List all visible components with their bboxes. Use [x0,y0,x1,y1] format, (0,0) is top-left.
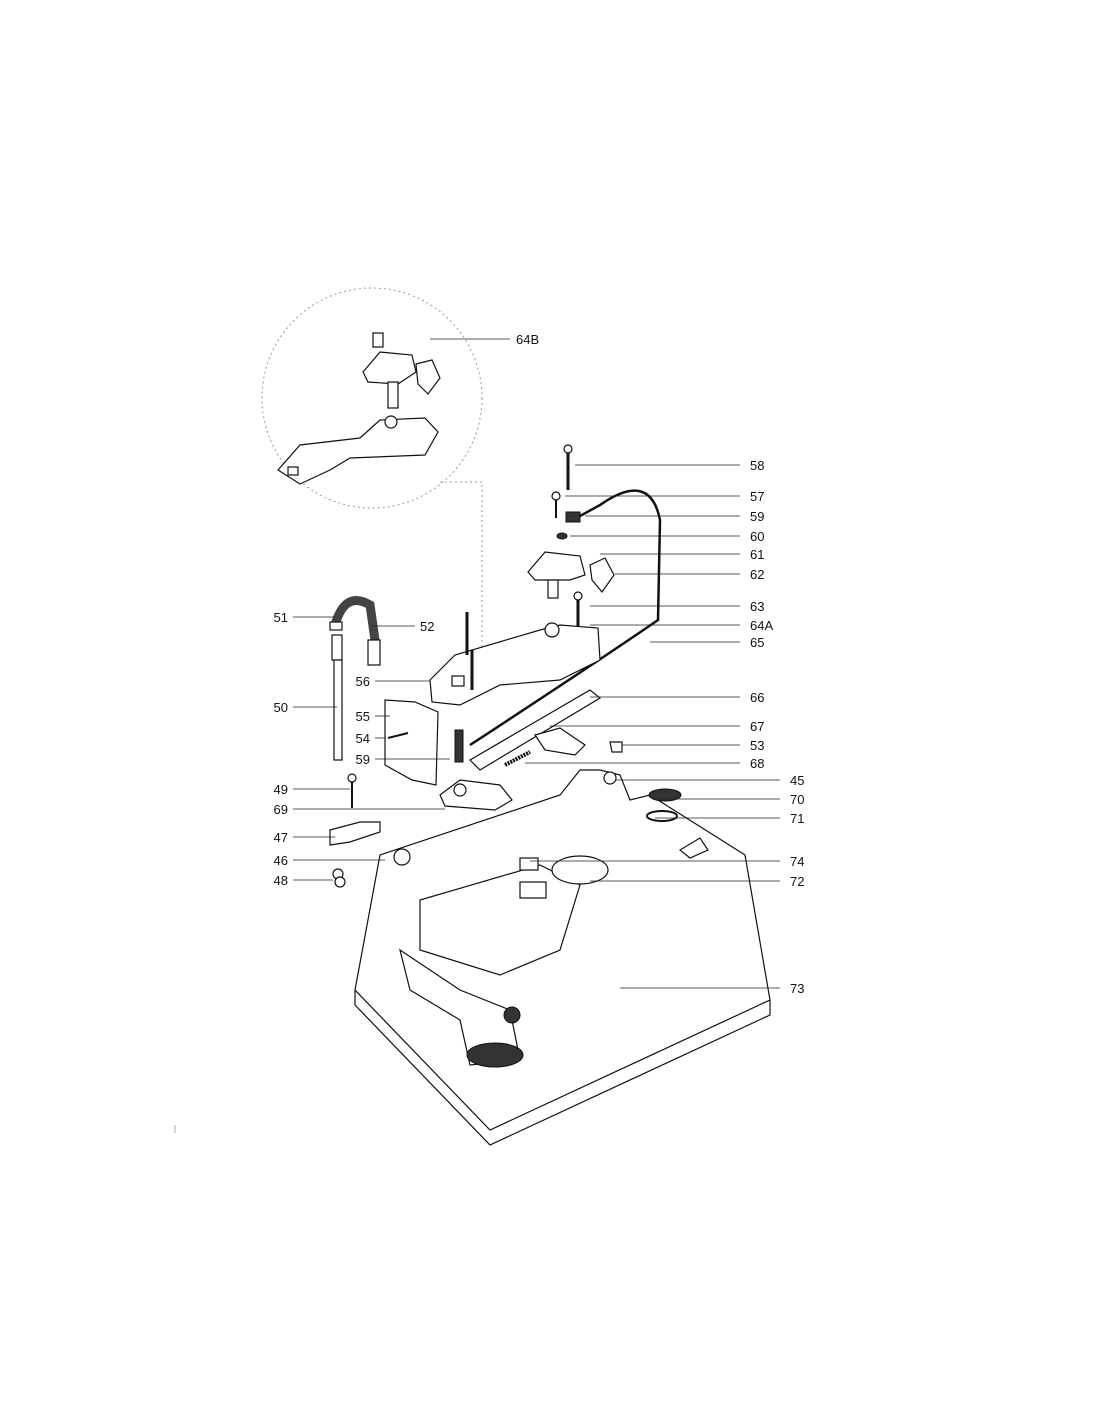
callout-label: 61 [750,547,764,562]
callout-label: 60 [750,529,764,544]
callout-label: 49 [274,782,288,797]
base-tank [354,769,771,1146]
callout-label: 63 [750,599,764,614]
left-parts [329,596,381,888]
callout-label: 59 [356,752,370,767]
callout-label: 64A [750,618,773,633]
callout-label: 68 [750,756,764,771]
callout-label: 51 [274,610,288,625]
upper-assembly [384,444,662,811]
callout-label: 66 [750,690,764,705]
detail-connector-line [440,481,483,660]
callout-label: 69 [274,802,288,817]
callout-label: 62 [750,567,764,582]
callout-label: 64B [516,332,539,347]
callout-labels: 64B 58 57 59 60 61 62 63 64A 65 66 67 53 68 45 70 71 74 72… [274,332,805,996]
callout-label: 59 [750,509,764,524]
callout-label: 56 [356,674,370,689]
callout-label: 47 [274,830,288,845]
callout-label: 67 [750,719,764,734]
callout-label: 58 [750,458,764,473]
callout-label: 71 [790,811,804,826]
inset-parts [277,332,441,485]
callout-label: 74 [790,854,804,869]
callout-label: 50 [274,700,288,715]
callout-label: 46 [274,853,288,868]
callout-label: 53 [750,738,764,753]
callout-label: 70 [790,792,804,807]
callout-label: 48 [274,873,288,888]
detail-inset-circle [261,287,483,509]
callout-label: 72 [790,874,804,889]
callout-label: 55 [356,709,370,724]
callout-label: 45 [790,773,804,788]
callout-label: 73 [790,981,804,996]
callout-label: 52 [420,619,434,634]
callout-label: 65 [750,635,764,650]
callout-label: 54 [356,731,370,746]
callout-label: 57 [750,489,764,504]
